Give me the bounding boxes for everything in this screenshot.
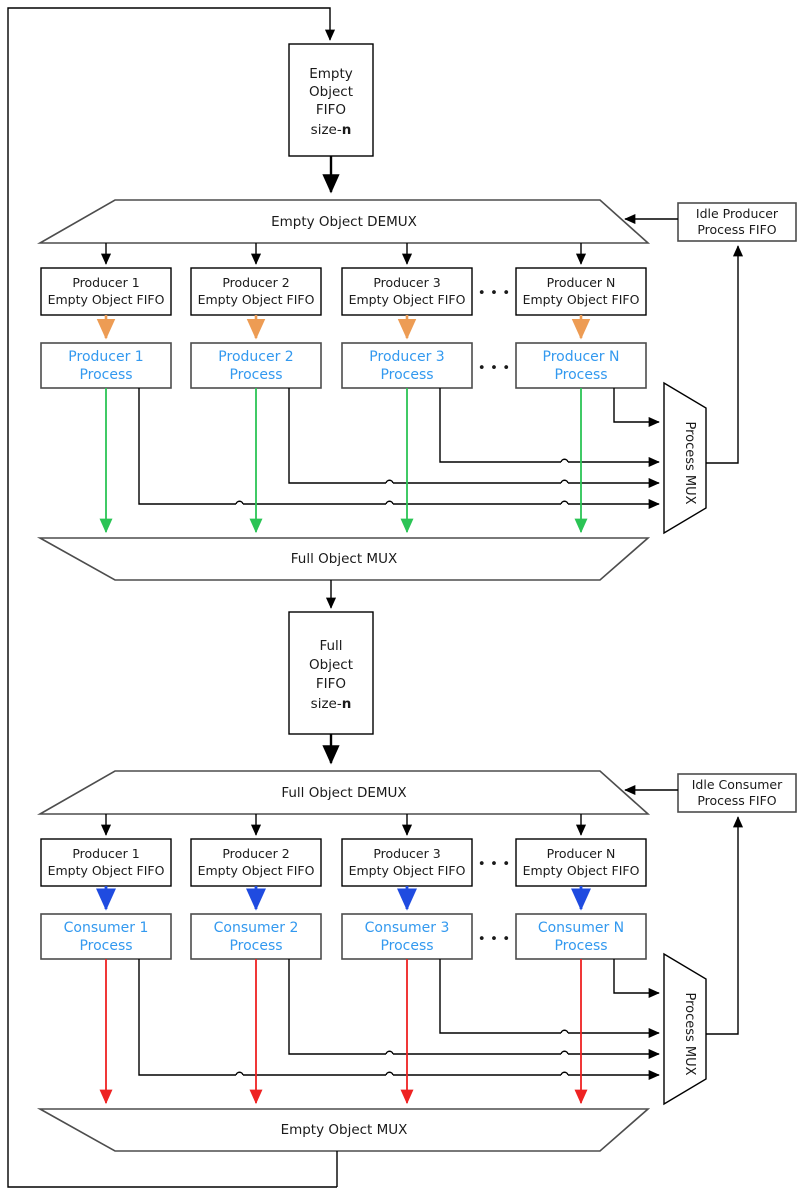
full-fifo-size: size-n (311, 696, 352, 712)
producer-process-1-line1: Producer 1 (68, 349, 143, 365)
producer-fifo-3: Producer 3 Empty Object FIFO (341, 267, 473, 316)
consumer-fifo-2-line1: Producer 2 (222, 846, 289, 861)
producer-process-2-line1: Producer 2 (218, 349, 293, 365)
consumer-process-n-line1: Consumer N (538, 920, 624, 936)
producer-process-mux-routing (138, 388, 659, 504)
empty-fifo-line1: Empty (309, 66, 353, 82)
empty-object-mux-label: Empty Object MUX (281, 1122, 408, 1138)
consumer-process-3[interactable]: Consumer 3 Process (341, 913, 473, 960)
idle-producer-line1: Idle Producer (696, 206, 779, 221)
producer-fifo-2-line1: Producer 2 (222, 275, 289, 290)
full-object-mux-label: Full Object MUX (291, 551, 397, 567)
empty-fifo-line3: FIFO (316, 102, 346, 118)
full-fifo-size-value: n (342, 696, 352, 712)
consumer-process-3-line1: Consumer 3 (365, 920, 450, 936)
idle-consumer-line1: Idle Consumer (692, 777, 783, 792)
empty-demux-label: Empty Object DEMUX (271, 214, 417, 230)
producer-fifo-1: Producer 1 Empty Object FIFO (40, 267, 172, 316)
producer-process-2-line2: Process (229, 367, 282, 383)
consumer-fifo-1-line1: Producer 1 (72, 846, 139, 861)
demux-to-producer-fifo-arrows (100, 243, 587, 265)
demux-to-consumer-fifo-arrows (100, 814, 587, 836)
producer-fifo-3-line1: Producer 3 (373, 275, 440, 290)
producer-process-n-line1: Producer N (543, 349, 620, 365)
idle-consumer-line2: Process FIFO (697, 793, 776, 808)
consumer-fifo-3: Producer 3 Empty Object FIFO (341, 838, 473, 887)
consumer-fifo-row: Producer 1 Empty Object FIFO Producer 2 … (40, 838, 647, 887)
consumer-to-empty-mux-arrows-red (99, 959, 588, 1105)
consumer-process-2-line2: Process (229, 938, 282, 954)
empty-fifo-size: size-n (311, 122, 352, 138)
consumer-process-n[interactable]: Consumer N Process (515, 913, 647, 960)
idle-consumer-process-fifo: Idle Consumer Process FIFO (677, 773, 797, 813)
full-demux-label: Full Object DEMUX (281, 785, 406, 801)
consumer-fifo-1-line2: Empty Object FIFO (48, 863, 165, 878)
full-object-fifo-box: Full Object FIFO size-n (288, 611, 374, 735)
full-fifo-line2: Object (309, 657, 353, 673)
consumer-fifo-n-line2: Empty Object FIFO (523, 863, 640, 878)
consumer-process-1-line2: Process (79, 938, 132, 954)
producer-process-mux-label: Process MUX (682, 421, 697, 504)
producer-fifo-3-line2: Empty Object FIFO (349, 292, 466, 307)
idle-producer-line2: Process FIFO (697, 222, 776, 237)
fifo-to-consumer-arrows-blue (95, 886, 592, 911)
full-fifo-line1: Full (319, 638, 342, 654)
consumer-process-1[interactable]: Consumer 1 Process (40, 913, 172, 960)
producer-process-n[interactable]: Producer N Process (515, 342, 647, 389)
producer-fifo-1-line1: Producer 1 (72, 275, 139, 290)
idle-producer-process-fifo: Idle Producer Process FIFO (677, 202, 797, 242)
full-fifo-size-prefix: size- (311, 696, 342, 712)
empty-object-fifo-box: Empty Object FIFO size-n (288, 43, 374, 157)
full-object-demux: Full Object DEMUX (36, 770, 651, 815)
consumer-process-n-line2: Process (554, 938, 607, 954)
producer-fifo-1-line2: Empty Object FIFO (48, 292, 165, 307)
producer-process-3[interactable]: Producer 3 Process (341, 342, 473, 389)
consumer-fifo-1: Producer 1 Empty Object FIFO (40, 838, 172, 887)
producer-fifo-2-line2: Empty Object FIFO (198, 292, 315, 307)
producer-process-3-line2: Process (380, 367, 433, 383)
producer-fifo-row: Producer 1 Empty Object FIFO Producer 2 … (40, 267, 647, 316)
consumer-process-row: Consumer 1 Process Consumer 2 Process Co… (40, 913, 647, 960)
producer-fifo-ellipsis: • • • (478, 285, 510, 301)
consumer-fifo-3-line1: Producer 3 (373, 846, 440, 861)
empty-fifo-line2: Object (309, 84, 353, 100)
producer-fifo-n-line2: Empty Object FIFO (523, 292, 640, 307)
consumer-fifo-n-line1: Producer N (547, 846, 616, 861)
consumer-fifo-2-line2: Empty Object FIFO (198, 863, 315, 878)
producer-process-n-line2: Process (554, 367, 607, 383)
consumer-process-ellipsis: • • • (478, 931, 510, 947)
empty-fifo-size-value: n (342, 122, 352, 138)
full-fifo-line3: FIFO (316, 676, 346, 692)
empty-object-demux: Empty Object DEMUX (36, 199, 651, 244)
consumer-process-mux-label: Process MUX (682, 992, 697, 1075)
consumer-fifo-ellipsis: • • • (478, 856, 510, 872)
producer-process-mux: Process MUX (663, 381, 707, 535)
consumer-fifo-3-line2: Empty Object FIFO (349, 863, 466, 878)
consumer-fifo-2: Producer 2 Empty Object FIFO (190, 838, 322, 887)
consumer-process-3-line2: Process (380, 938, 433, 954)
consumer-process-1-line1: Consumer 1 (64, 920, 149, 936)
producer-process-row: Producer 1 Process Producer 2 Process Pr… (40, 342, 647, 389)
producer-process-1[interactable]: Producer 1 Process (40, 342, 172, 389)
producer-process-3-line1: Producer 3 (369, 349, 444, 365)
consumer-process-2[interactable]: Consumer 2 Process (190, 913, 322, 960)
producer-process-2[interactable]: Producer 2 Process (190, 342, 322, 389)
fifo-to-process-arrows-orange (96, 315, 591, 340)
producer-process-ellipsis: • • • (478, 360, 510, 376)
producer-fifo-n: Producer N Empty Object FIFO (515, 267, 647, 316)
consumer-process-mux: Process MUX (663, 952, 707, 1106)
producer-fifo-2: Producer 2 Empty Object FIFO (190, 267, 322, 316)
consumer-process-mux-routing (138, 959, 659, 1075)
full-object-mux: Full Object MUX (36, 537, 651, 581)
outer-feedback-loop (7, 7, 337, 1188)
producer-fifo-n-line1: Producer N (547, 275, 616, 290)
consumer-process-2-line1: Consumer 2 (214, 920, 299, 936)
process-to-full-mux-arrows-green (99, 388, 588, 534)
producer-process-1-line2: Process (79, 367, 132, 383)
empty-fifo-size-prefix: size- (311, 122, 342, 138)
consumer-fifo-n: Producer N Empty Object FIFO (515, 838, 647, 887)
empty-object-mux: Empty Object MUX (36, 1108, 651, 1152)
